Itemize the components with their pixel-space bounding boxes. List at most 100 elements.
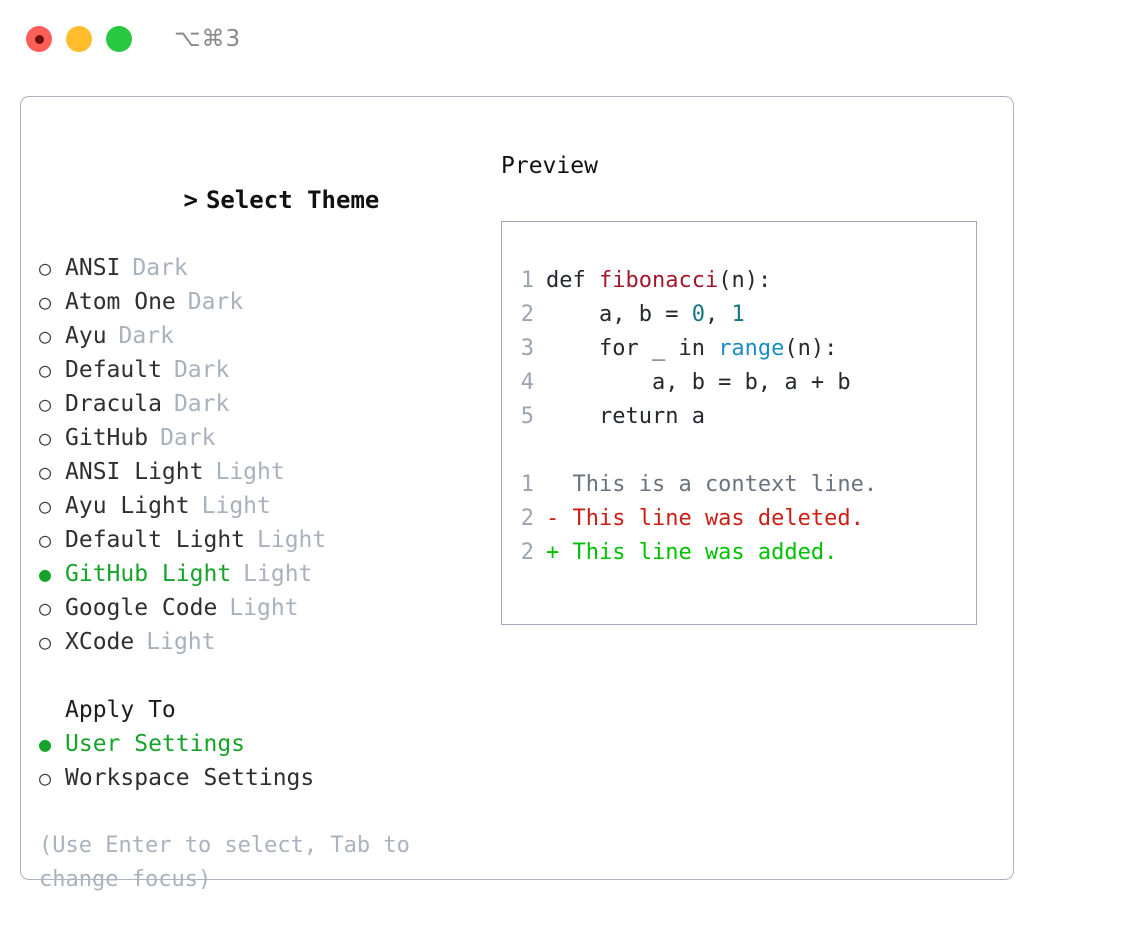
- radio-unselected-icon: ○: [39, 256, 52, 280]
- diff-line-text: - This line was deleted.: [546, 506, 864, 531]
- diff-line-deleted: 2 - This line was deleted.: [502, 502, 976, 536]
- apply-to-option-workspace-settings[interactable]: ○Workspace Settings: [39, 761, 501, 795]
- page-title-label: Select Theme: [205, 186, 380, 214]
- theme-option-label: Default: [65, 357, 162, 383]
- code-line-text: return a: [546, 400, 705, 434]
- title-bar: ⌥⌘3: [0, 0, 1140, 78]
- maximize-button[interactable]: [106, 26, 132, 52]
- code-token-plain: a, b = b, a + b: [546, 370, 851, 395]
- radio-unselected-icon: ○: [39, 630, 52, 654]
- code-spacer: [502, 434, 976, 468]
- theme-variant-tag: Light: [229, 595, 299, 621]
- radio-unselected-icon: ○: [39, 426, 52, 450]
- line-number: 5: [520, 404, 534, 429]
- radio-selected-icon: ●: [39, 732, 52, 756]
- code-token-plain: return a: [546, 404, 705, 429]
- radio-unselected-icon: ○: [39, 290, 52, 314]
- theme-option-ansi[interactable]: ○ ANSI Dark: [39, 251, 501, 285]
- code-token-num: 0: [691, 302, 705, 327]
- apply-to-heading: Apply To: [65, 697, 176, 723]
- code-token-num: 1: [731, 302, 745, 327]
- apply-to-option-user-settings[interactable]: ● User Settings: [39, 727, 501, 761]
- theme-option-label: GitHub: [65, 425, 149, 451]
- diff-line-context: 1 This is a context line.: [502, 468, 976, 502]
- radio-unselected-icon: ○: [39, 324, 52, 348]
- line-number: 2: [520, 506, 534, 531]
- radio-unselected-icon: ○: [39, 494, 52, 518]
- diff-sample: 1 This is a context line. 2 - This line wa…: [502, 468, 976, 570]
- theme-variant-tag: Dark: [118, 323, 174, 349]
- apply-to-option-list: ● User Settings ○Workspace Settings: [39, 727, 501, 795]
- theme-option-label: Ayu: [65, 323, 107, 349]
- theme-option-xcode[interactable]: ○ XCode Light: [39, 625, 501, 659]
- minimize-button[interactable]: [66, 26, 92, 52]
- radio-unselected-icon: ○: [39, 460, 52, 484]
- theme-variant-tag: Light: [257, 527, 327, 553]
- apply-to-option-label: User Settings: [65, 731, 246, 757]
- code-token-plain: a, b =: [546, 302, 692, 327]
- line-number: 3: [520, 336, 534, 361]
- theme-option-label: GitHub Light: [65, 561, 232, 587]
- radio-unselected-icon: ○: [39, 528, 52, 552]
- code-token-plain: def: [546, 268, 599, 293]
- theme-variant-tag: Light: [201, 493, 271, 519]
- radio-selected-icon: ●: [39, 562, 52, 586]
- theme-option-ansi-light[interactable]: ○ ANSI Light Light: [39, 455, 501, 489]
- theme-option-github[interactable]: ○ GitHub Dark: [39, 421, 501, 455]
- diff-line-text: This is a context line.: [546, 472, 878, 497]
- theme-option-ayu[interactable]: ○ Ayu Dark: [39, 319, 501, 353]
- close-button[interactable]: [26, 26, 52, 52]
- diff-line-added: 2 + This line was added.: [502, 536, 976, 570]
- code-line: 2 a, b = 0, 1: [502, 298, 976, 332]
- theme-option-label: XCode: [65, 629, 135, 655]
- apply-to-section: Apply To ● User Settings ○Workspace Settin…: [39, 693, 501, 795]
- line-number: 2: [520, 302, 534, 327]
- theme-variant-tag: Dark: [173, 357, 230, 383]
- theme-variant-tag: Light: [146, 629, 216, 655]
- theme-option-label: Dracula: [65, 391, 162, 417]
- line-number: 4: [520, 370, 534, 395]
- radio-unselected-icon: ○: [39, 766, 52, 790]
- code-line-text: a, b = b, a + b: [546, 366, 851, 400]
- code-token-builtin: range: [718, 336, 785, 361]
- theme-option-label: Google Code: [65, 595, 218, 621]
- theme-variant-tag: Dark: [187, 289, 244, 315]
- keyboard-shortcut-label: ⌥⌘3: [174, 26, 242, 52]
- code-line-text: a, b = 0, 1: [546, 298, 745, 332]
- code-token-plain: ,: [704, 302, 732, 327]
- theme-option-label: ANSI: [65, 255, 121, 281]
- theme-option-label: ANSI Light: [65, 459, 204, 485]
- diff-line-text: + This line was added.: [546, 540, 838, 565]
- theme-variant-tag: Light: [215, 459, 285, 485]
- theme-variant-tag: Dark: [160, 425, 216, 451]
- line-number: 2: [520, 540, 534, 565]
- line-number: 1: [520, 268, 534, 293]
- theme-option-github-light[interactable]: ● GitHub Light Light: [39, 557, 501, 591]
- theme-option-google-code[interactable]: ○ Google Code Light: [39, 591, 501, 625]
- code-line-text: for _ in range(n):: [546, 332, 837, 366]
- theme-option-label: Ayu Light: [65, 493, 190, 519]
- theme-variant-tag: Light: [243, 561, 313, 587]
- code-line-text: def fibonacci(n):: [546, 264, 771, 298]
- radio-unselected-icon: ○: [39, 392, 52, 416]
- theme-option-ayu-light[interactable]: ○ Ayu Light Light: [39, 489, 501, 523]
- line-number: 1: [520, 472, 534, 497]
- preview-heading: Preview: [501, 153, 598, 179]
- code-line: 4 a, b = b, a + b: [502, 366, 976, 400]
- theme-variant-tag: Dark: [132, 255, 188, 281]
- code-token-plain: for _ in: [546, 336, 719, 361]
- code-line: 1 def fibonacci(n):: [502, 264, 976, 298]
- code-line: 5 return a: [502, 400, 976, 434]
- radio-unselected-icon: ○: [39, 596, 52, 620]
- prompt-caret-icon: >: [183, 186, 198, 214]
